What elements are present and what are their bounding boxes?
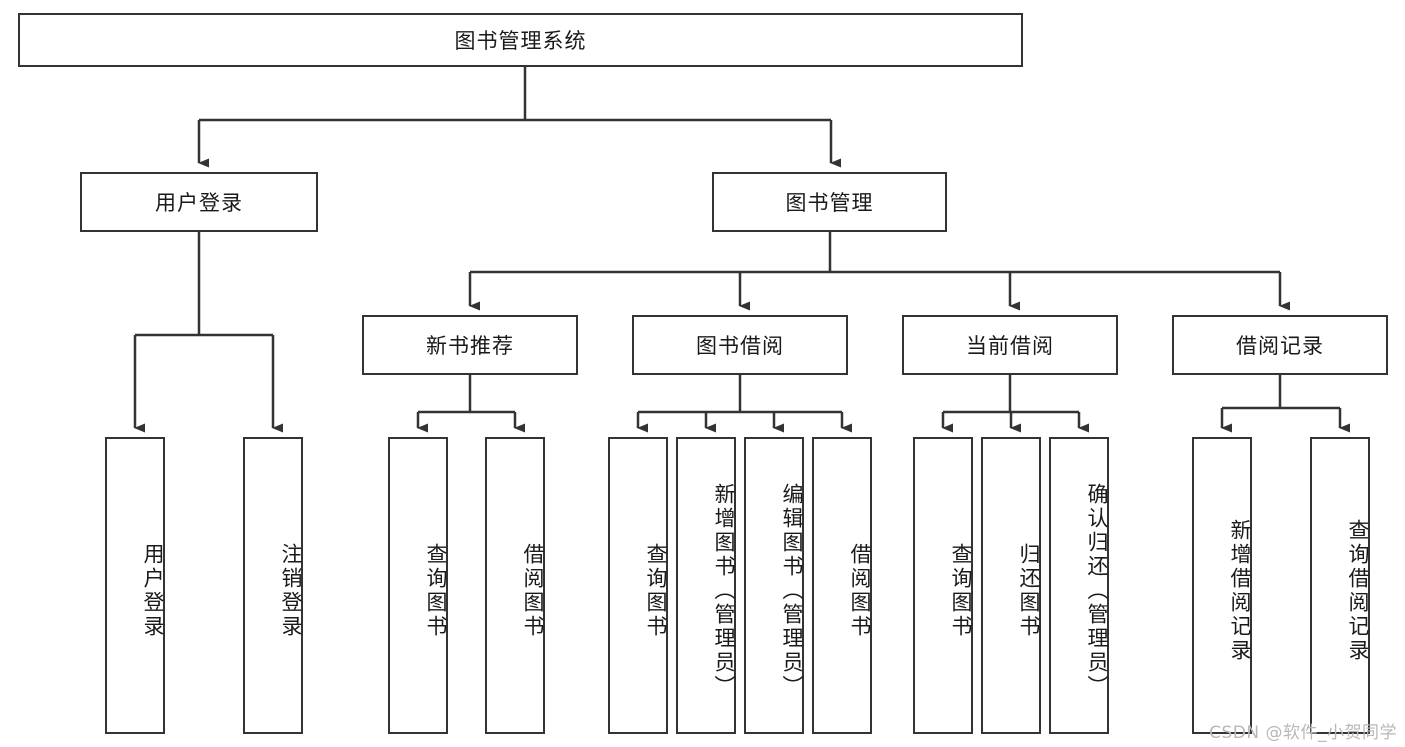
node-leaf-return-book-label: 归还图书 (1017, 542, 1041, 639)
node-root-label: 图书管理系统 (454, 29, 587, 53)
node-new-book-recommend[interactable]: 新书推荐 (362, 315, 578, 375)
node-book-management[interactable]: 图书管理 (712, 172, 947, 232)
node-leaf-query-book-recommend-label: 查询图书 (424, 542, 448, 639)
node-borrow-record[interactable]: 借阅记录 (1172, 315, 1388, 375)
node-user-login-label: 用户登录 (155, 191, 243, 215)
node-leaf-add-borrow-record[interactable]: 新增借阅记录 (1192, 437, 1252, 734)
node-book-borrow[interactable]: 图书借阅 (632, 315, 848, 375)
node-leaf-query-borrow-record[interactable]: 查询借阅记录 (1310, 437, 1370, 734)
node-leaf-query-book-borrow[interactable]: 查询图书 (608, 437, 668, 734)
node-book-management-label: 图书管理 (785, 191, 874, 215)
node-leaf-return-book[interactable]: 归还图书 (981, 437, 1041, 734)
node-leaf-add-book[interactable]: 新增图书（管理员） (676, 437, 736, 734)
node-leaf-borrow-book-recommend[interactable]: 借阅图书 (485, 437, 545, 734)
node-leaf-confirm-return[interactable]: 确认归还（管理员） (1049, 437, 1109, 734)
node-leaf-logout[interactable]: 注销登录 (243, 437, 303, 734)
node-leaf-query-borrow-record-label: 查询借阅记录 (1346, 518, 1370, 663)
node-leaf-edit-book[interactable]: 编辑图书（管理员） (744, 437, 804, 734)
node-borrow-record-label: 借阅记录 (1236, 334, 1324, 358)
node-book-borrow-label: 图书借阅 (696, 334, 784, 358)
node-leaf-user-login[interactable]: 用户登录 (105, 437, 165, 734)
node-leaf-edit-book-label: 编辑图书（管理员） (780, 482, 804, 699)
node-current-borrow[interactable]: 当前借阅 (902, 315, 1118, 375)
node-leaf-query-book-current[interactable]: 查询图书 (913, 437, 973, 734)
node-leaf-query-book-recommend[interactable]: 查询图书 (388, 437, 448, 734)
node-current-borrow-label: 当前借阅 (966, 334, 1054, 358)
watermark-text: CSDN @软件_小贺同学 (1209, 723, 1397, 743)
node-new-book-recommend-label: 新书推荐 (426, 334, 514, 358)
node-leaf-add-book-label: 新增图书（管理员） (712, 482, 736, 699)
node-root[interactable]: 图书管理系统 (18, 13, 1023, 67)
node-leaf-logout-label: 注销登录 (279, 542, 303, 639)
node-leaf-query-book-current-label: 查询图书 (949, 542, 973, 639)
node-leaf-borrow-book-recommend-label: 借阅图书 (521, 542, 545, 639)
node-leaf-borrow-book[interactable]: 借阅图书 (812, 437, 872, 734)
node-leaf-query-book-borrow-label: 查询图书 (644, 542, 668, 639)
node-user-login[interactable]: 用户登录 (80, 172, 318, 232)
node-leaf-user-login-label: 用户登录 (141, 542, 165, 639)
node-leaf-borrow-book-label: 借阅图书 (848, 542, 872, 639)
node-leaf-add-borrow-record-label: 新增借阅记录 (1228, 518, 1252, 663)
node-leaf-confirm-return-label: 确认归还（管理员） (1085, 482, 1109, 699)
